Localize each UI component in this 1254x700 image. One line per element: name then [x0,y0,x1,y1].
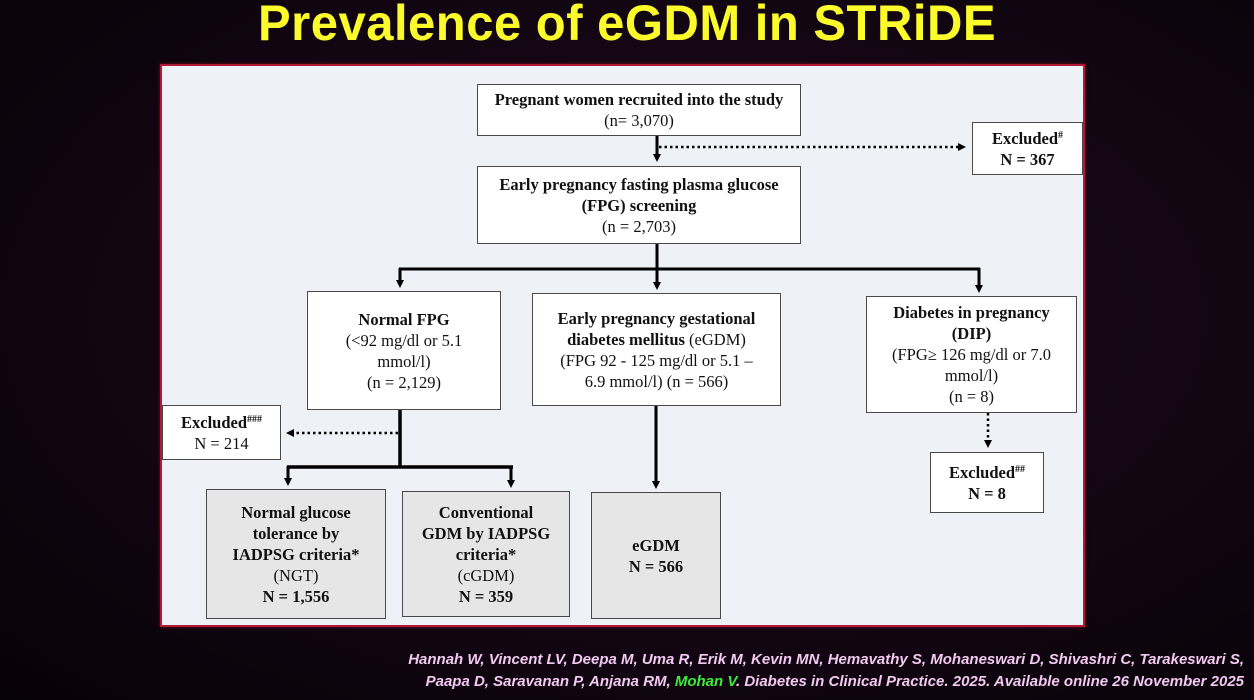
footnote-mark: # [1058,129,1064,141]
cgdm-line-2: GDM by IADPSG [421,523,551,543]
excluded-367-n: N = 367 [1000,149,1055,169]
recruited-label: Pregnant women recruited into the study [494,90,784,109]
box-egdm-branch: Early pregnancy gestational diabetes mel… [532,293,781,406]
footnote-mark: ## [1015,463,1026,475]
screening-label-1: Early pregnancy fasting plasma glucose [499,174,779,194]
citation-line-1: Hannah W, Vincent LV, Deepa M, Uma R, Er… [408,651,1244,668]
normal-fpg-label: Normal FPG [358,309,450,329]
ngt-line-1: Normal glucose [241,502,351,522]
box-normal-fpg: Normal FPG (<92 mg/dl or 5.1 mmol/l) (n … [307,291,501,410]
box-egdm-final: eGDM N = 566 [591,492,721,619]
ngt-n: N = 1,556 [262,586,330,606]
excluded-214-n: N = 214 [194,433,249,453]
excluded-8-n: N = 8 [968,483,1006,503]
excluded-8-label: Excluded## [948,462,1026,482]
slide-title: Prevalence of eGDM in STRiDE [257,0,997,51]
dip-criteria-1: (FPG≥ 126 mg/dl or 7.0 [892,345,1051,364]
screening-n: (n = 2,703) [602,216,676,236]
egdm-branch-label-1: Early pregnancy gestational [557,308,756,328]
screening-label-2: (FPG) screening [581,195,697,215]
box-excluded-214: Excluded### N = 214 [162,405,281,460]
egdm-branch-label-2: diabetes mellitus [567,329,685,349]
box-excluded-8: Excluded## N = 8 [930,452,1044,513]
normal-fpg-n: (n = 2,129) [367,372,441,392]
egdm-final-n: N = 566 [628,556,684,576]
normal-fpg-criteria-1: (<92 mg/dl or 5.1 [345,330,463,350]
citation-journal: . Diabetes in Clinical Practice. 2025. A… [735,673,1244,690]
box-cgdm: Conventional GDM by IADPSG criteria* (cG… [402,491,570,617]
cgdm-line-1: Conventional [438,502,534,522]
egdm-branch-criteria-1: (FPG 92 - 125 mg/dl or 5.1 – [560,350,753,370]
box-fpg-screening: Early pregnancy fasting plasma glucose (… [477,166,801,244]
cgdm-line-3: criteria* [455,544,517,564]
dip-n: (n = 8) [948,387,995,406]
dip-criteria-2: mmol/l) [944,366,999,385]
excluded-214-label: Excluded### [180,412,263,432]
box-ngt: Normal glucose tolerance by IADPSG crite… [206,489,386,619]
cgdm-n: N = 359 [458,586,514,606]
excluded-367-label: Excluded# [991,128,1064,148]
citation: Hannah W, Vincent LV, Deepa M, Uma R, Er… [144,649,1244,693]
dip-label-1: Diabetes in pregnancy [893,303,1050,322]
citation-authors: Paapa D, Saravanan P, Anjana RM, [425,673,675,690]
dip-label-2: (DIP) [951,324,992,343]
egdm-branch-criteria-2: 6.9 mmol/l) (n = 566) [584,371,729,391]
ngt-line-2: tolerance by [252,523,340,543]
citation-line-2: Paapa D, Saravanan P, Anjana RM, Mohan V… [144,671,1244,693]
box-dip: Diabetes in pregnancy (DIP) (FPG≥ 126 mg… [866,296,1077,413]
egdm-final-label: eGDM [632,535,680,555]
ngt-line-3: IADPSG criteria* [232,544,360,564]
cgdm-abbr: (cGDM) [457,565,515,585]
citation-highlight-author: Mohan V [674,673,736,690]
box-recruited: Pregnant women recruited into the study … [477,84,801,136]
recruited-n: (n= 3,070) [604,111,674,130]
ngt-abbr: (NGT) [273,565,319,585]
box-excluded-367: Excluded# N = 367 [972,122,1083,175]
egdm-branch-abbr: (eGDM) [684,329,746,349]
footnote-mark: ### [247,413,263,425]
normal-fpg-criteria-2: mmol/l) [377,351,431,371]
